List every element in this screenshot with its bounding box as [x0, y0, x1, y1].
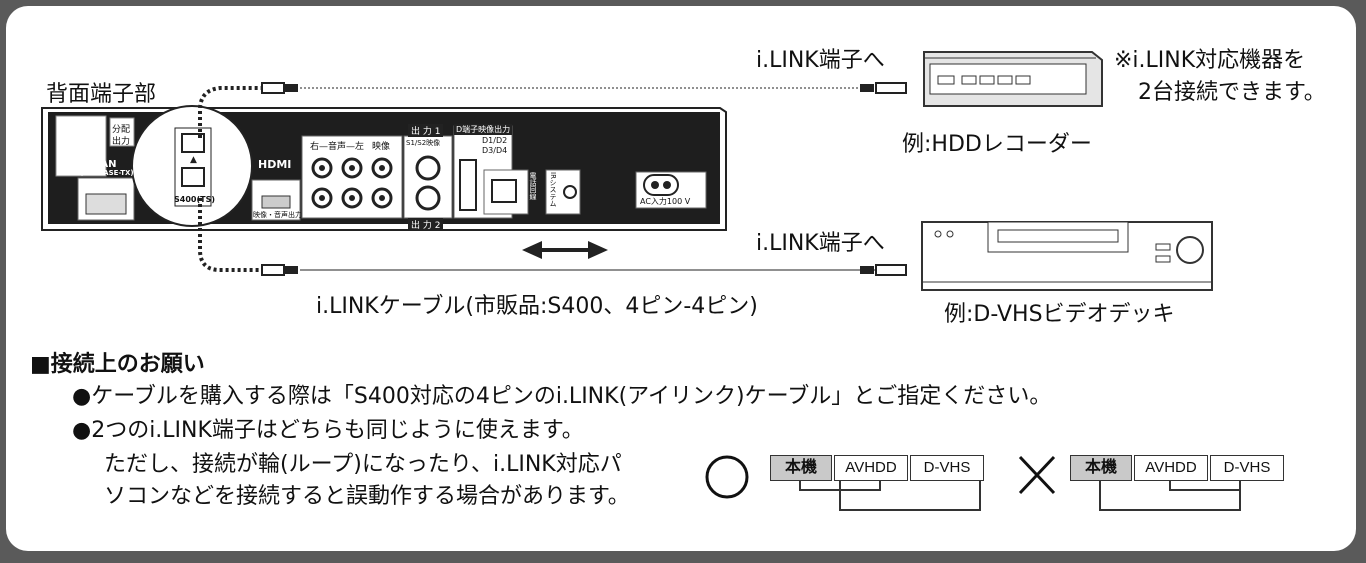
- notes-heading: ■接続上のお願い: [30, 352, 205, 377]
- ok-box-avhdd: AVHDD: [834, 455, 908, 481]
- svg-text:▲: ▲: [190, 155, 197, 165]
- example-dvhs: 例:D-VHSビデオデッキ: [944, 302, 1175, 327]
- panel-label-d12: D1/D2: [482, 136, 508, 145]
- note-bullet-2-cont-2: ソコンなどを接続すると誤動作する場合があります。: [104, 484, 630, 509]
- panel-label-out1: 出 力 1: [408, 124, 444, 137]
- ng-box-avhdd: AVHDD: [1134, 455, 1208, 481]
- panel-label-out2: 出 力 2: [408, 218, 444, 231]
- panel-label-lan: LAN: [94, 159, 117, 170]
- ok-circle-icon: [705, 455, 749, 499]
- panel-label-hdmi-sub: 映像・音声出力: [253, 211, 302, 219]
- note-bullet-2-cont-1: ただし、接続が輪(ループ)になったり、i.LINK対応パ: [104, 452, 622, 477]
- cable-caption: i.LINKケーブル(市販品:S400、4ピン-4ピン): [316, 294, 758, 319]
- panel-label-phone: 電話回線: [529, 172, 537, 200]
- panel-label-bunpai: 分配: [112, 125, 131, 135]
- panel-label-hdmi: HDMI: [258, 158, 292, 171]
- panel-label-lan-sub: (100BASE-TX): [80, 169, 134, 177]
- double-arrow-icon: [522, 241, 608, 259]
- panel-label-d-terminal: D端子映像出力: [454, 124, 513, 135]
- panel-label-bunpai-in: 分配: [66, 129, 80, 137]
- panel-label-out1-sub: S1/S2映像: [406, 139, 441, 147]
- panel-label-d34: D3/D4: [482, 146, 508, 155]
- note-bullet-2: ●2つのi.LINK端子はどちらも同じように使えます。: [72, 418, 584, 443]
- hdd-recorder: [923, 51, 1103, 107]
- panel-label-video: 映像: [372, 142, 391, 152]
- rear-label: 背面端子部: [46, 82, 157, 107]
- ng-box-main: 本機: [1070, 455, 1132, 481]
- note-multi-1: ※i.LINK対応機器を: [1114, 48, 1306, 73]
- example-hdd: 例:HDDレコーダー: [902, 132, 1092, 157]
- dvhs-deck: [921, 221, 1213, 291]
- panel-label-ir: IRシステム: [549, 172, 557, 207]
- ilink-label-top: i.LINK端子へ: [756, 48, 885, 73]
- note-bullet-1: ●ケーブルを購入する際は「S400対応の4ピンのi.LINK(アイリンク)ケーブ…: [72, 384, 1052, 409]
- ok-box-main: 本機: [770, 455, 832, 481]
- panel-label-ac: AC入力100 V: [640, 197, 691, 206]
- panel-label-shutsuryoku: 出力: [112, 137, 131, 147]
- panel-label-s400: S400(TS): [174, 195, 215, 204]
- ok-box-dvhs: D-VHS: [910, 455, 984, 481]
- ilink-label-bottom: i.LINK端子へ: [756, 231, 885, 256]
- note-multi-2: 2台接続できます。: [1138, 80, 1326, 105]
- ng-cross-icon: [1018, 455, 1056, 495]
- ng-box-dvhs: D-VHS: [1210, 455, 1284, 481]
- panel-label-audio: 右—音声—左: [310, 142, 365, 152]
